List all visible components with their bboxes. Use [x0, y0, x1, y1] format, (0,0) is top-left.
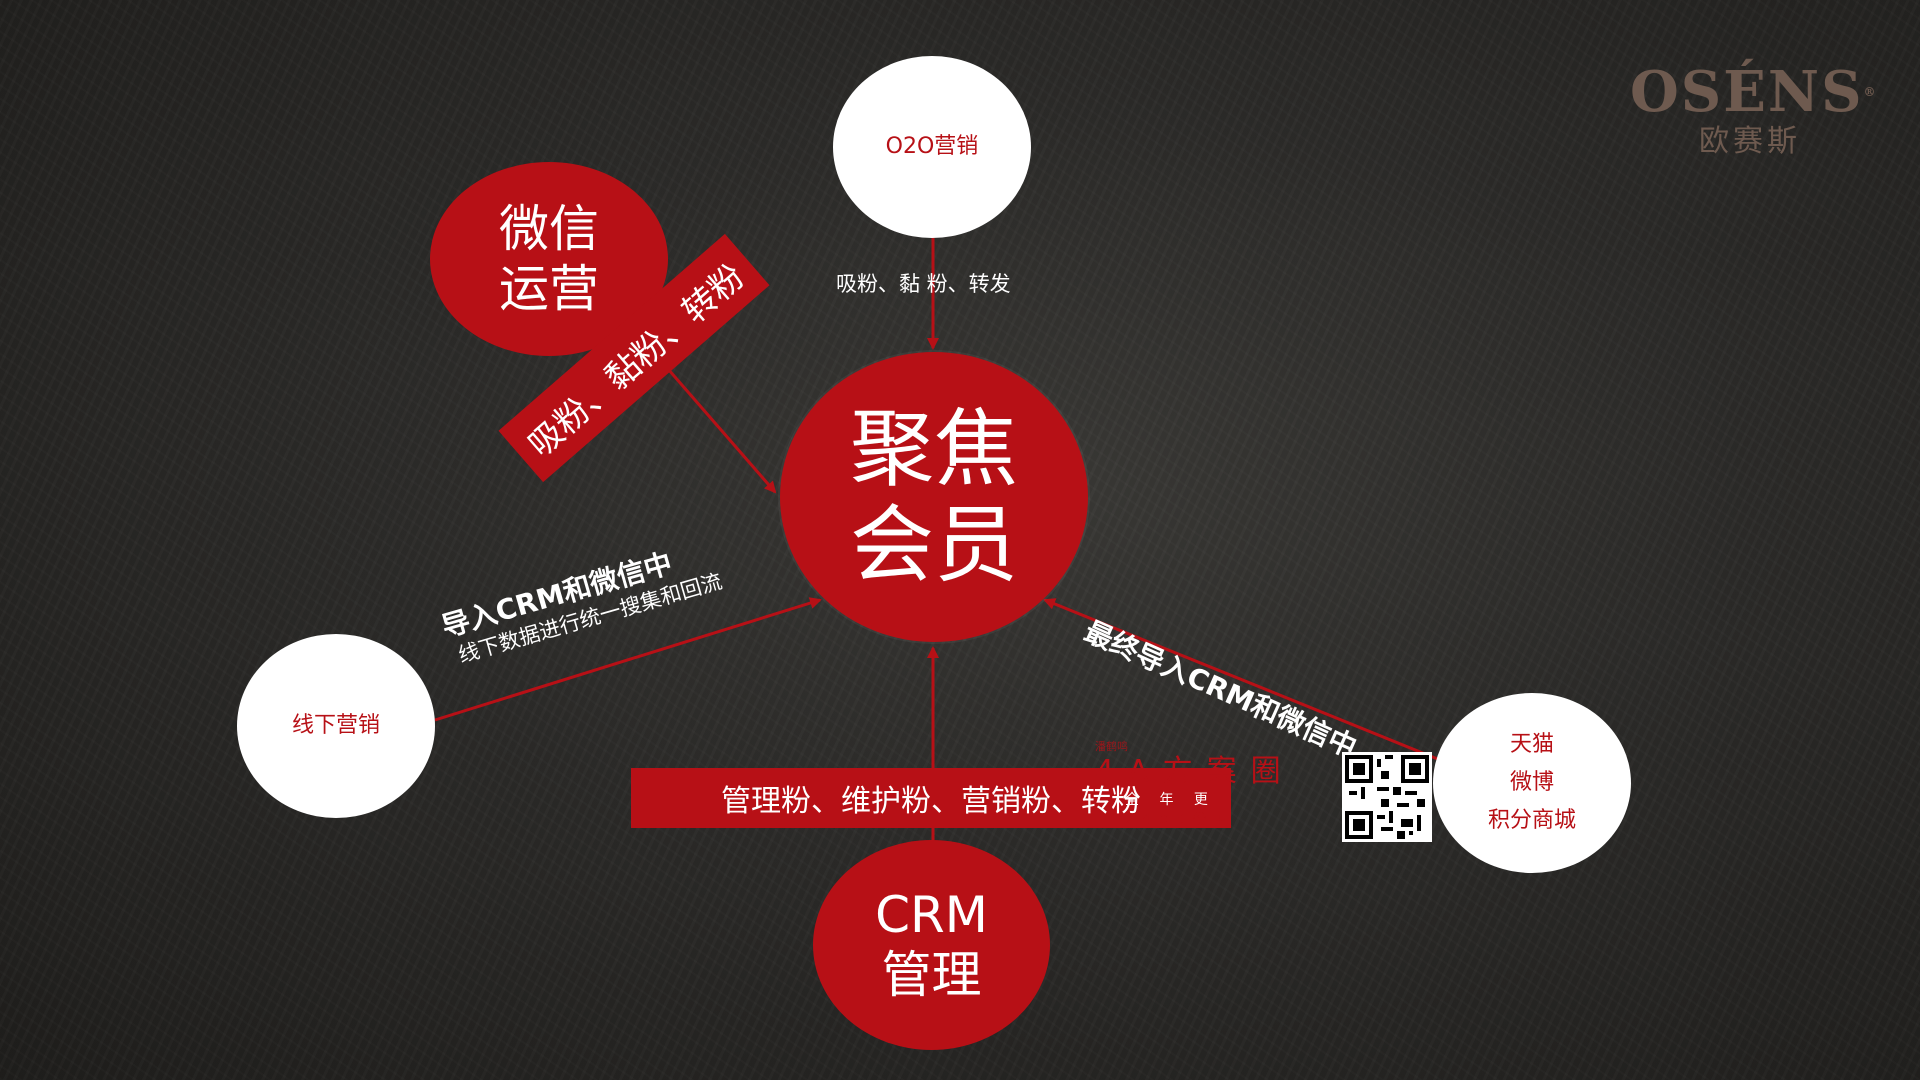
node-center-line2: 会员 — [849, 496, 1018, 594]
node-center: 聚焦 会员 — [780, 352, 1088, 642]
crm-edge-band: 管理粉、维护粉、营销粉、转粉 — [631, 768, 1231, 828]
o2o-edge-label: 吸粉、黏 粉、转发 — [836, 272, 1011, 296]
logo-registered-mark: ® — [1863, 85, 1878, 99]
brand-logo: OSÉNS® 欧赛斯 — [1630, 59, 1876, 160]
qr-code-image — [1342, 752, 1432, 842]
arrow-tmall — [1043, 598, 1441, 762]
logo-chinese: 欧赛斯 — [1699, 124, 1801, 159]
node-wechat-line1: 微信 — [499, 200, 599, 258]
logo-name: OSÉNS — [1630, 59, 1864, 125]
node-wechat: 微信 运营 — [430, 162, 668, 356]
watermark-top: 潘鹤鸣 — [1095, 740, 1128, 753]
node-offline: 线下营销 — [237, 634, 435, 818]
node-wechat-line2: 运营 — [499, 260, 599, 318]
watermark-middle: 全 年 更 — [1125, 792, 1216, 808]
arrow-offline — [434, 597, 822, 722]
node-crm-line1: CRM — [875, 886, 988, 944]
watermark: 潘鹤鸣 4A方案圈 全 年 更 2400份+ — [1095, 738, 1335, 830]
node-tmall-line2: 微博 — [1509, 770, 1554, 795]
watermark-title: 4A方案圈 — [1095, 754, 1295, 789]
node-crm: CRM 管理 — [813, 840, 1050, 1050]
node-o2o-label: O2O营销 — [885, 134, 979, 159]
node-o2o: O2O营销 — [833, 56, 1031, 238]
node-tmall-line3: 积分商城 — [1487, 808, 1576, 833]
node-tmall: 天猫 微博 积分商城 — [1433, 693, 1631, 873]
node-offline-label: 线下营销 — [291, 713, 380, 738]
crm-edge-label: 管理粉、维护粉、营销粉、转粉 — [721, 784, 1141, 819]
watermark-count: 2400份+ — [1125, 812, 1235, 828]
node-center-line1: 聚焦 — [849, 400, 1018, 498]
node-tmall-line1: 天猫 — [1509, 732, 1554, 757]
node-crm-line2: 管理 — [881, 946, 982, 1004]
